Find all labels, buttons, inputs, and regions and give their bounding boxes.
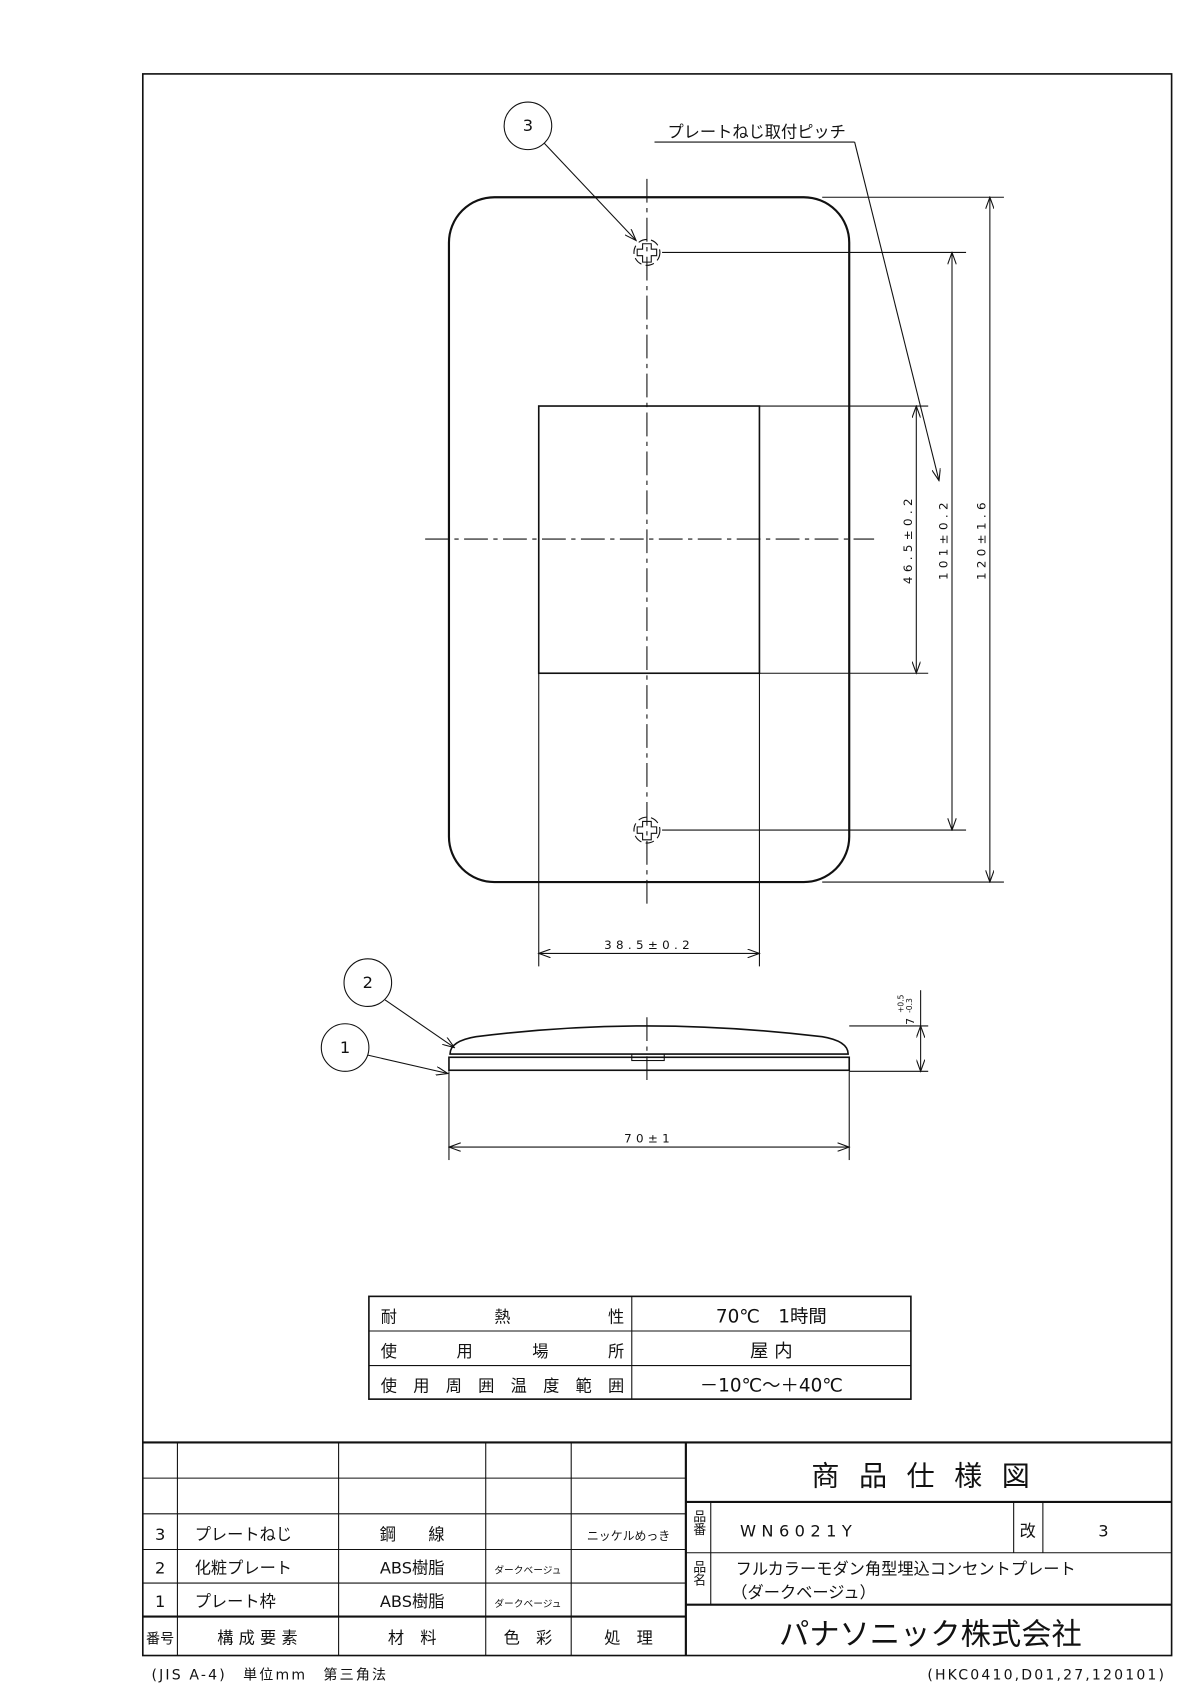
- part-color: ダークベージュ: [494, 1563, 561, 1576]
- spec-value: 屋 内: [750, 1341, 793, 1362]
- title-block: 商品仕様図 品番 WN6021Y 改 3 品名 フルカラーモダン角型埋込コンセン…: [685, 1460, 1172, 1653]
- drawing-frame: [141, 73, 1173, 1657]
- dim-window-height: 46.5±0.2: [901, 494, 915, 584]
- header-color: 色 彩: [504, 1629, 553, 1648]
- pitch-note: プレートねじ取付ピッチ: [667, 123, 845, 142]
- part-material: ABS樹脂: [380, 1592, 445, 1611]
- footer-left: (JIS A-4) 単位mm 第三角法: [151, 1666, 388, 1683]
- part-no: 2: [155, 1558, 165, 1577]
- rev-number: 3: [1098, 1522, 1108, 1541]
- dim-thickness: 7: [904, 1018, 917, 1025]
- drawing-title: 商品仕様図: [811, 1460, 1049, 1493]
- part-color: ダークベージュ: [494, 1597, 561, 1610]
- screw-top-icon: [633, 238, 661, 266]
- balloon-2-label: 2: [363, 973, 373, 992]
- part-name: プレート枠: [195, 1592, 276, 1611]
- dim-thickness-lower: -0.3: [905, 998, 914, 1013]
- header-no: 番号: [146, 1632, 174, 1648]
- spec-value: 70℃ 1時間: [716, 1306, 827, 1327]
- dim-window-width: 38.5±0.2: [604, 938, 694, 952]
- receptacle-window: [537, 405, 761, 675]
- part-finish: ニッケルめっき: [587, 1529, 670, 1543]
- spec-label: 使 用 場 所: [381, 1342, 624, 1361]
- header-material: 材 料: [388, 1629, 437, 1648]
- part-no: 1: [155, 1592, 165, 1611]
- product-name-line2: （ダークベージュ）: [731, 1583, 876, 1602]
- part-name: プレートねじ: [195, 1525, 292, 1544]
- part-no: 3: [155, 1525, 165, 1544]
- balloon-3: [503, 101, 553, 151]
- balloon-2: [343, 958, 393, 1007]
- dim-screw-pitch: 101±0.2: [937, 498, 951, 580]
- parts-table: 3 プレートねじ 鋼 線 ニッケルめっき 2 化粧プレート ABS樹脂 ダークベ…: [142, 1441, 1172, 1656]
- balloon-3-label: 3: [523, 116, 533, 135]
- spec-label: 耐 熱 性: [381, 1307, 624, 1326]
- rev-label: 改: [1020, 1522, 1036, 1541]
- balloon-1: [320, 1023, 370, 1072]
- side-view: 7 +0.5 -0.3 70±1 2 1: [320, 958, 929, 1161]
- dim-plate-width: 70±1: [624, 1132, 674, 1146]
- balloon-1-label: 1: [340, 1038, 350, 1057]
- front-view: 46.5±0.2 101±0.2 120±1.6 38.5±0.2 プレートねじ…: [425, 101, 1004, 967]
- header-finish: 処 理: [604, 1629, 653, 1648]
- spec-table: 耐 熱 性 70℃ 1時間 使 用 場 所 屋 内 使用周囲温度範囲 －10℃～…: [368, 1295, 912, 1400]
- product-name-line1: フルカラーモダン角型埋込コンセントプレート: [736, 1559, 1076, 1578]
- name-label: 品名: [690, 1560, 705, 1586]
- spec-label: 使用周囲温度範囲: [381, 1377, 624, 1396]
- header-name: 構 成 要 素: [217, 1629, 297, 1648]
- part-material: 鋼 線: [380, 1525, 445, 1544]
- part-material: ABS樹脂: [380, 1558, 445, 1577]
- company-name: パナソニック株式会社: [779, 1618, 1082, 1653]
- part-no-label: 品番: [690, 1509, 705, 1536]
- part-name: 化粧プレート: [195, 1558, 292, 1577]
- spec-value: －10℃～＋40℃: [700, 1376, 843, 1397]
- screw-bottom-icon: [633, 816, 661, 844]
- plate-outline: [447, 196, 851, 884]
- footer-right: (HKC0410,D01,27,120101): [927, 1667, 1166, 1683]
- dim-thickness-upper: +0.5: [896, 994, 905, 1013]
- dim-plate-height: 120±1.6: [975, 498, 989, 580]
- part-number: WN6021Y: [740, 1522, 857, 1541]
